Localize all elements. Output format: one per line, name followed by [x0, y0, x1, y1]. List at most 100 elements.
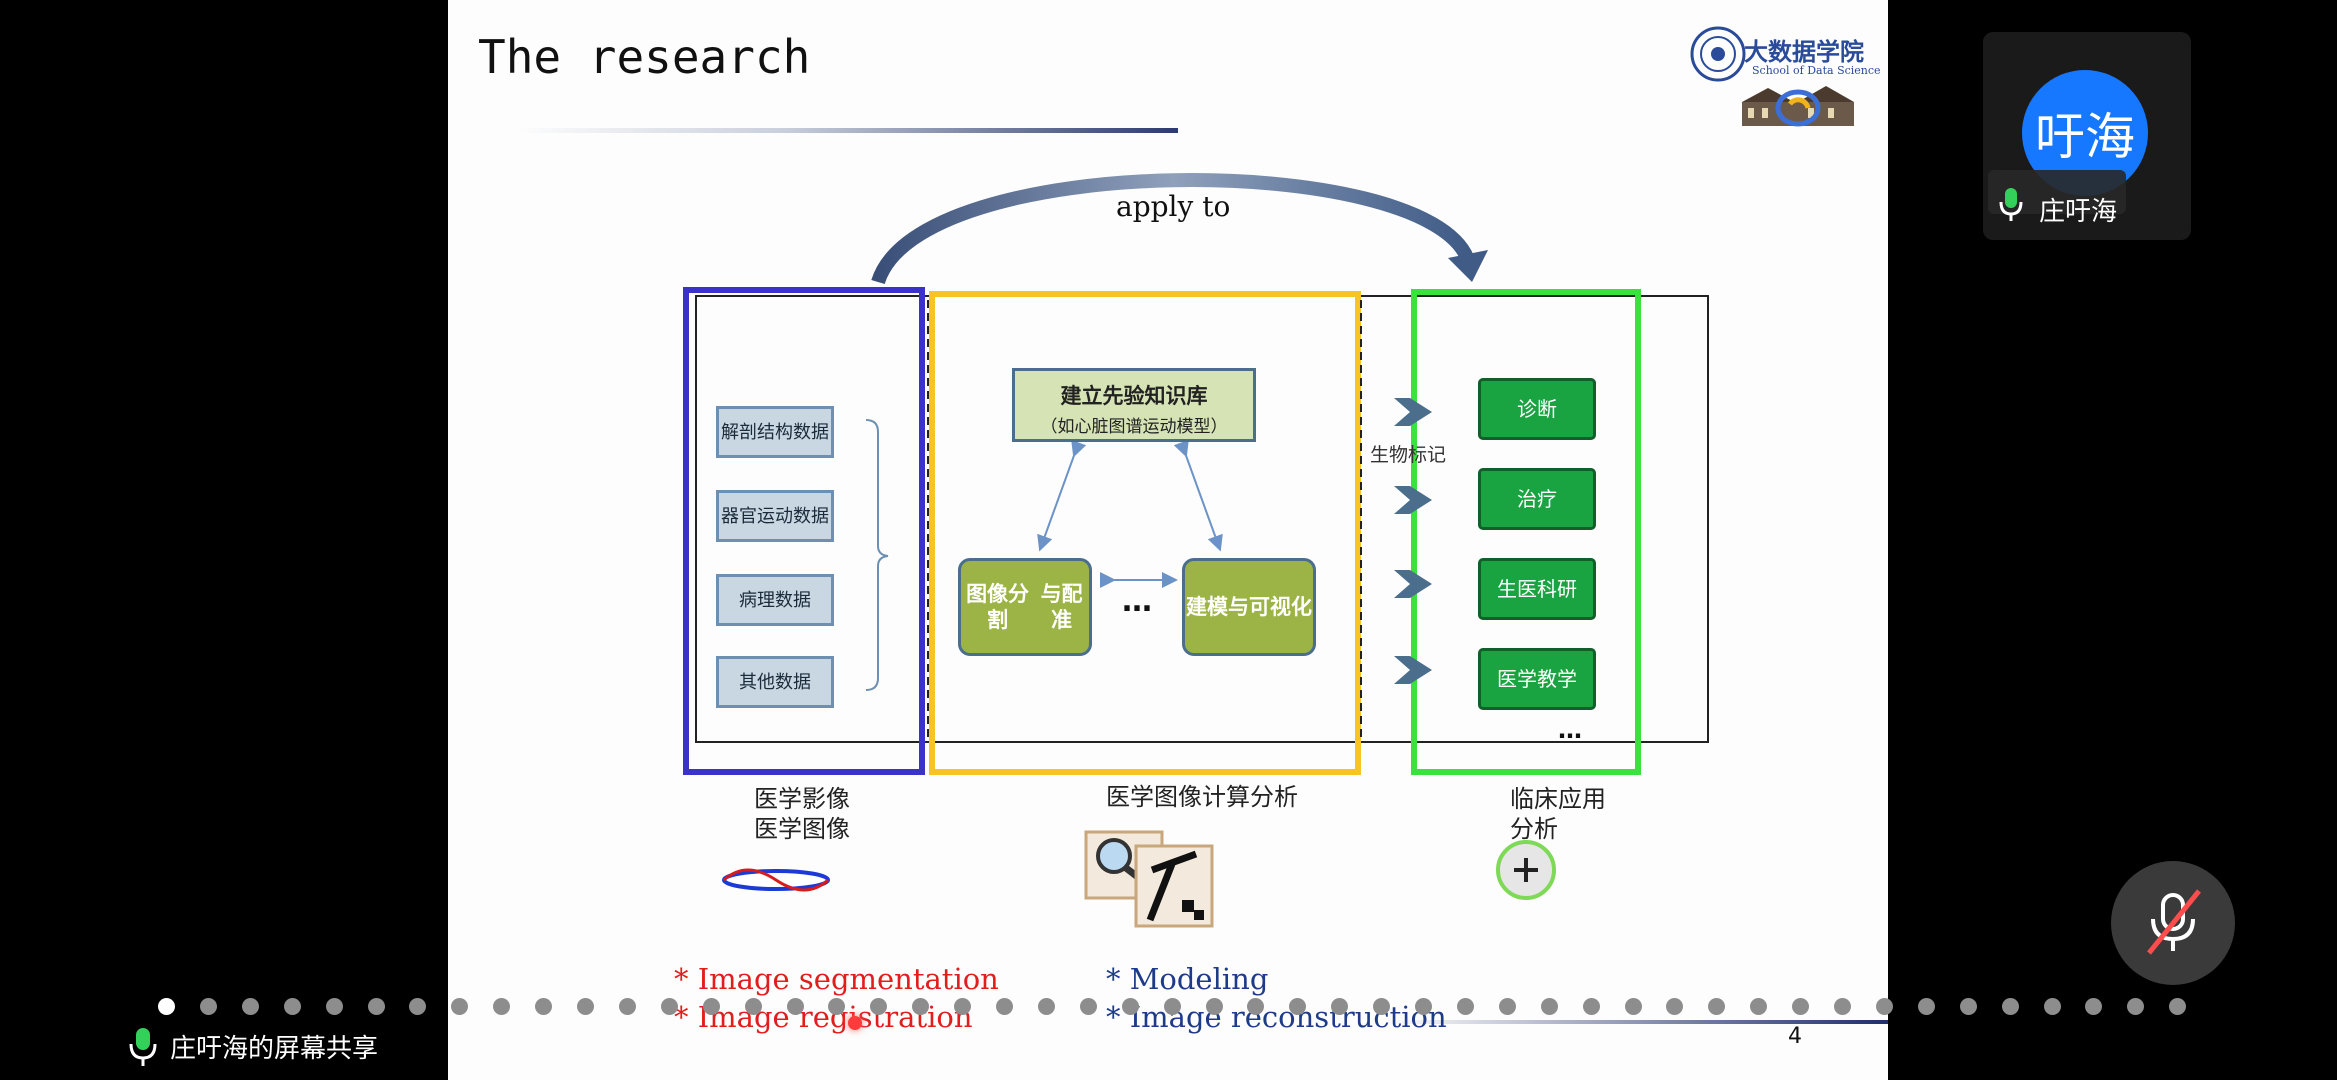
olive-line: 可视化: [1249, 594, 1312, 619]
page-dot[interactable]: [912, 998, 930, 1015]
page-dot[interactable]: [1834, 998, 1851, 1015]
page-dot[interactable]: [1582, 998, 1600, 1015]
campus-building-icon: [1742, 86, 1854, 127]
page-dot[interactable]: [1163, 998, 1181, 1015]
page-dot[interactable]: [660, 998, 678, 1015]
page-dot[interactable]: [2001, 998, 2019, 1015]
page-dot[interactable]: [1456, 998, 1474, 1015]
caption-line: 分析: [1510, 815, 1558, 843]
magnifier-pickaxe-icon: [1084, 830, 1214, 928]
right-ellipsis: …: [1558, 716, 1582, 744]
page-dot[interactable]: [786, 998, 804, 1015]
participant-name: 庄吁海: [2039, 197, 2118, 227]
page-dot[interactable]: [241, 998, 259, 1015]
imaging-group-border: [683, 287, 925, 775]
page-dot[interactable]: [618, 998, 636, 1015]
clinical-box-diagnosis: 诊断: [1478, 378, 1596, 440]
page-dot[interactable]: [2043, 998, 2061, 1015]
apply-arrowhead: [1448, 250, 1488, 282]
page-dot[interactable]: [1373, 998, 1391, 1015]
page-dot[interactable]: [1415, 998, 1432, 1015]
page-dot[interactable]: [1708, 998, 1726, 1015]
shared-slide: The research 大数据学院 School of Data Scienc…: [448, 0, 1888, 1080]
page-dot[interactable]: [1289, 998, 1307, 1015]
page-dot[interactable]: [954, 998, 972, 1015]
apply-to-label: apply to: [1116, 190, 1231, 223]
page-dot[interactable]: [199, 998, 217, 1015]
left-data-box-motion: 器官运动数据: [716, 490, 834, 542]
page-dot[interactable]: [702, 998, 720, 1015]
page-dot[interactable]: [828, 998, 846, 1015]
prior-knowledge-subtitle: （如心脏图谱运动模型）: [1040, 417, 1228, 437]
mute-button[interactable]: [2111, 861, 2235, 985]
biomarker-label: 生物标记: [1370, 444, 1447, 466]
clinical-box-research: 生医科研: [1478, 558, 1596, 620]
left-box-line: 器官运动: [721, 505, 793, 527]
page-dot[interactable]: [2127, 998, 2145, 1015]
page-dot[interactable]: [1037, 998, 1055, 1015]
page-dot[interactable]: [1247, 998, 1265, 1015]
page-dot[interactable]: [577, 998, 594, 1015]
page-dot[interactable]: [1331, 998, 1349, 1015]
prior-model-arrow: [1173, 439, 1223, 552]
page-dot[interactable]: [283, 998, 301, 1015]
mic-on-icon: [1999, 188, 2023, 221]
left-data-box-anatomy: 解剖结构数据: [716, 406, 834, 458]
mic-off-icon: [2147, 889, 2201, 955]
body-scan-icon: [722, 868, 830, 892]
left-box-line: 其他数据: [739, 671, 811, 693]
page-dot[interactable]: [1498, 998, 1516, 1015]
left-box-line: 数据: [793, 421, 829, 443]
caption-line: 临床应用: [1510, 785, 1606, 813]
green-line: 教学: [1537, 667, 1577, 691]
page-dot[interactable]: [870, 998, 888, 1015]
middle-ellipsis: …: [1122, 584, 1152, 619]
left-data-box-pathology: 病理数据: [716, 574, 834, 626]
green-line: 医学: [1497, 667, 1537, 691]
page-dot[interactable]: [1205, 998, 1223, 1015]
page-dot[interactable]: [325, 998, 343, 1015]
page-dot[interactable]: [158, 998, 175, 1015]
clinical-box-teaching: 医学教学: [1478, 648, 1596, 710]
page-dot[interactable]: [1792, 998, 1810, 1015]
modeling-visualization-box: 建模与可视化: [1182, 558, 1316, 656]
page-dot[interactable]: [1666, 998, 1684, 1015]
plus-button-icon: [1496, 840, 1556, 900]
share-mic-icon: [129, 1028, 157, 1066]
caption-analysis: 医学图像计算分析: [1106, 783, 1298, 811]
slide-title: The research: [478, 30, 811, 84]
page-dot[interactable]: [1959, 998, 1977, 1015]
olive-line: 与配准: [1040, 581, 1083, 632]
page-dot[interactable]: [409, 998, 427, 1015]
bullet-image-segmentation: * Image segmentation: [674, 962, 999, 996]
research-diagram: [683, 173, 1709, 775]
analysis-group-border: [929, 291, 1361, 775]
page-dot[interactable]: [996, 998, 1013, 1015]
page-number: 4: [1788, 1024, 1802, 1049]
caption-imaging: 医学影像 医学图像: [754, 784, 850, 844]
page-dot[interactable]: [744, 998, 762, 1015]
clinical-box-treatment: 治疗: [1478, 468, 1596, 530]
page-dot[interactable]: [1079, 998, 1097, 1015]
prior-knowledge-box: 建立先验知识库 （如心脏图谱运动模型）: [1012, 368, 1256, 442]
title-underline: [518, 128, 1178, 133]
olive-line: 建模与: [1186, 594, 1249, 619]
page-dot[interactable]: [367, 998, 385, 1015]
page-dot[interactable]: [451, 998, 469, 1015]
apply-arrow: [871, 173, 1475, 285]
green-line: 科研: [1537, 577, 1577, 601]
page-dot[interactable]: [1750, 998, 1768, 1015]
page-dot[interactable]: [1121, 998, 1139, 1015]
page-dot[interactable]: [1540, 998, 1558, 1015]
bullet-image-reconstruction: * Image reconstruction: [1106, 1000, 1447, 1034]
caption-line: 医学影像: [754, 785, 850, 813]
page-dot[interactable]: [535, 998, 553, 1015]
page-dot[interactable]: [2085, 998, 2103, 1015]
page-dot[interactable]: [1875, 998, 1893, 1015]
page-dot[interactable]: [2169, 998, 2187, 1015]
page-dot[interactable]: [1624, 998, 1642, 1015]
laser-pointer-dot: [848, 1016, 862, 1030]
green-line: 生医: [1497, 577, 1537, 601]
page-dot[interactable]: [1917, 998, 1935, 1015]
page-dot[interactable]: [493, 998, 511, 1015]
